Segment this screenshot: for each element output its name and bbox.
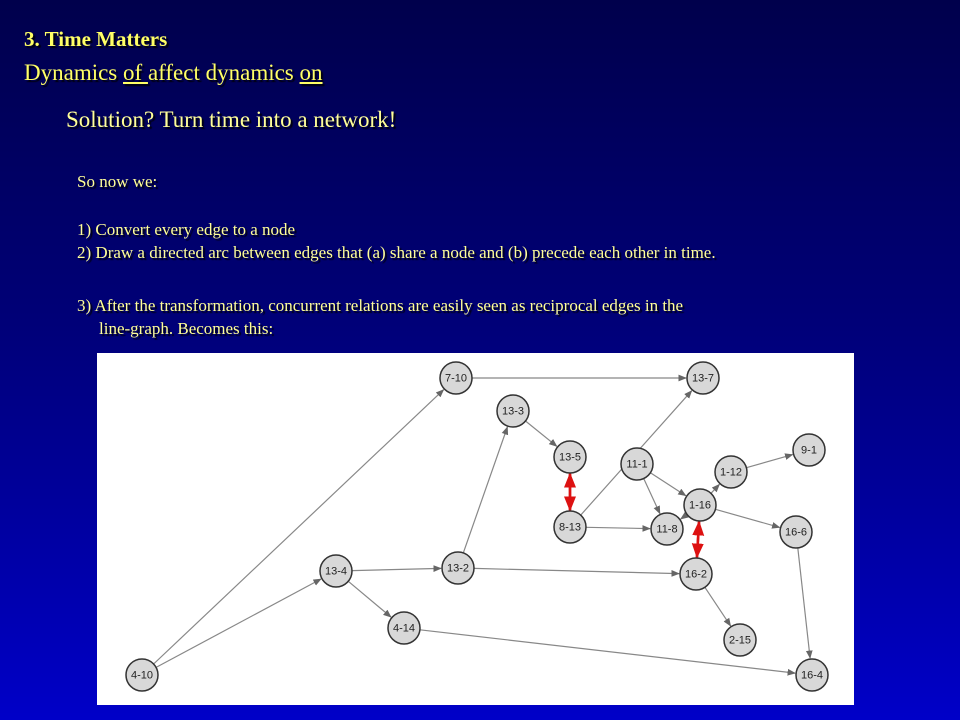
- step-3: 3) After the transformation, concurrent …: [77, 296, 684, 315]
- node-2-15: 2-15: [723, 623, 757, 657]
- edge-13-3-to-13-5: [525, 420, 558, 447]
- node-7-10: 7-10: [439, 361, 473, 395]
- edge-1-16-to-11-8: [680, 511, 689, 520]
- node-circle: [441, 551, 475, 585]
- step-2: 2) Draw a directed arc between edges tha…: [77, 243, 716, 262]
- node-label: 13-7: [692, 373, 714, 385]
- node-circle: [650, 512, 684, 546]
- node-11-1: 11-1: [620, 447, 654, 481]
- node-circle: [792, 433, 826, 467]
- node-label: 11-8: [656, 524, 677, 536]
- node-13-3: 13-3: [496, 394, 530, 428]
- subtitle-part-4: on: [299, 60, 323, 85]
- subtitle-part-3: affect dynamics: [147, 60, 300, 85]
- step-1: 1) Convert every edge to a node: [77, 220, 296, 239]
- edge-4-10-to-13-4: [155, 578, 322, 668]
- node-circle: [679, 557, 713, 591]
- edge-8-13-to-11-8: [585, 525, 651, 532]
- node-4-14: 4-14: [387, 611, 421, 645]
- slide-title: 3. Time Matters: [24, 27, 168, 51]
- node-9-1: 9-1: [792, 433, 826, 467]
- node-label: 9-1: [801, 445, 817, 457]
- node-4-10: 4-10: [125, 658, 159, 692]
- node-label: 4-14: [393, 623, 415, 635]
- node-label: 4-10: [131, 670, 153, 682]
- edge-1-16-to-1-12: [710, 483, 720, 494]
- node-1-12: 1-12: [714, 455, 748, 489]
- edge-1-16-to-16-6: [715, 508, 781, 529]
- step-3-continuation: line-graph. Becomes this:: [99, 319, 274, 338]
- node-circle: [795, 658, 829, 692]
- node-circle: [496, 394, 530, 428]
- edge-11-1-to-11-8: [643, 478, 661, 515]
- node-circle: [553, 440, 587, 474]
- node-circle: [723, 623, 757, 657]
- node-16-4: 16-4: [795, 658, 829, 692]
- node-8-13: 8-13: [553, 510, 587, 544]
- node-label: 16-6: [785, 527, 807, 539]
- edge-11-1-to-1-16: [650, 472, 687, 497]
- node-16-2: 16-2: [679, 557, 713, 591]
- node-13-4: 13-4: [319, 554, 353, 588]
- slide-subtitle: Dynamics of affect dynamics on: [24, 59, 323, 87]
- node-circle: [686, 361, 720, 395]
- node-13-2: 13-2: [441, 551, 475, 585]
- node-circle: [620, 447, 654, 481]
- node-label: 7-10: [445, 373, 467, 385]
- edge-16-2-to-1-16: [692, 520, 705, 559]
- intro-text: So now we:: [77, 172, 158, 191]
- node-circle: [683, 488, 717, 522]
- node-circle: [319, 554, 353, 588]
- subtitle-part-1: Dynamics: [24, 60, 124, 85]
- node-11-8: 11-8: [650, 512, 684, 546]
- node-label: 13-5: [559, 452, 581, 464]
- node-circle: [125, 658, 159, 692]
- node-label: 2-15: [729, 635, 751, 647]
- edge-13-4-to-4-14: [347, 580, 392, 618]
- line-graph-svg: 7-10 13-7 13-3 13-5 11-1 1-12 9-1 1-16 8-13 11-8 1…: [125, 361, 829, 692]
- node-13-7: 13-7: [686, 361, 720, 395]
- edges-layer: [153, 374, 813, 676]
- node-13-5: 13-5: [553, 440, 587, 474]
- node-16-6: 16-6: [779, 515, 813, 549]
- node-label: 13-3: [502, 406, 524, 418]
- edge-13-2-to-13-3: [462, 426, 509, 554]
- edge-16-2-to-2-15: [704, 586, 732, 627]
- solution-heading: Solution? Turn time into a network!: [66, 107, 397, 132]
- edge-16-6-to-16-4: [797, 547, 813, 659]
- edge-4-14-to-16-4: [419, 629, 796, 676]
- node-circle: [387, 611, 421, 645]
- edge-13-2-to-16-2: [473, 567, 680, 577]
- edge-1-12-to-9-1: [746, 453, 794, 469]
- nodes-layer: 7-10 13-7 13-3 13-5 11-1 1-12 9-1 1-16 8-13 11-8 1…: [125, 361, 829, 692]
- edge-4-10-to-7-10: [153, 389, 445, 665]
- node-circle: [553, 510, 587, 544]
- node-circle: [714, 455, 748, 489]
- node-label: 1-12: [720, 467, 742, 479]
- node-1-16: 1-16: [683, 488, 717, 522]
- node-circle: [779, 515, 813, 549]
- subtitle-part-2: of: [123, 60, 148, 85]
- node-label: 13-2: [447, 563, 469, 575]
- node-label: 13-4: [325, 566, 347, 578]
- node-circle: [439, 361, 473, 395]
- node-label: 16-4: [801, 670, 823, 682]
- line-graph-diagram: 7-10 13-7 13-3 13-5 11-1 1-12 9-1 1-16 8-13 11-8 1…: [97, 353, 854, 705]
- node-label: 8-13: [559, 522, 581, 534]
- node-label: 11-1: [626, 459, 647, 471]
- edge-13-4-to-13-2: [351, 565, 442, 572]
- node-label: 16-2: [685, 569, 707, 581]
- node-label: 1-16: [689, 500, 711, 512]
